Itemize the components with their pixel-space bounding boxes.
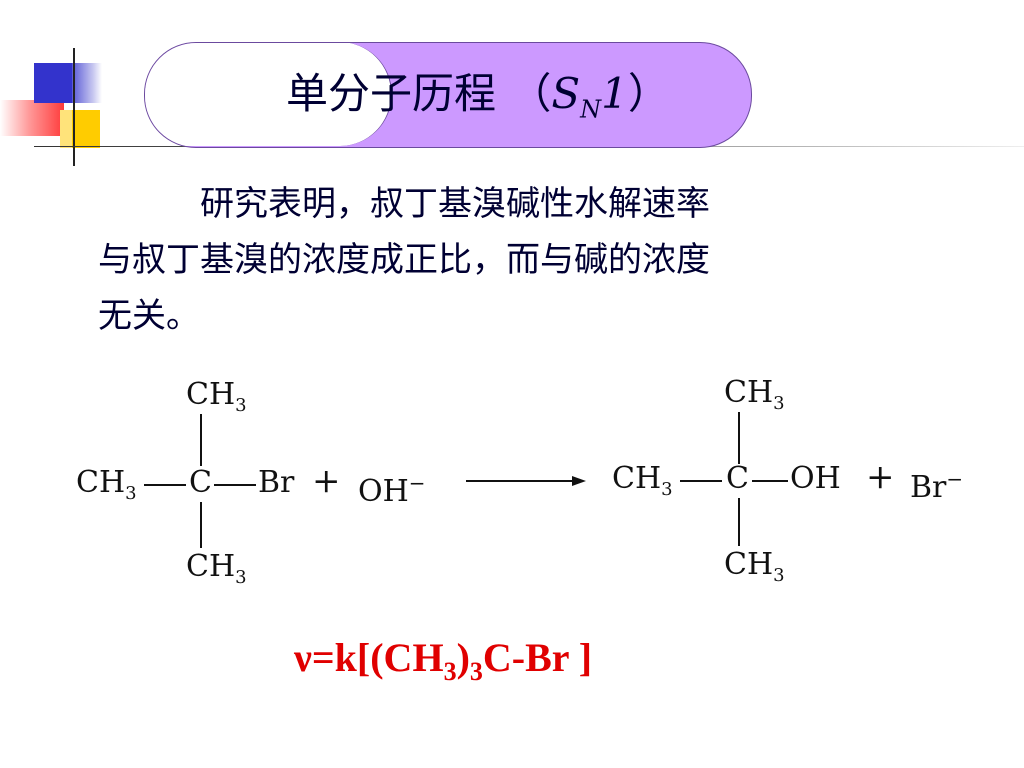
vertical-rule bbox=[73, 48, 75, 166]
yellow-highlight-block bbox=[60, 110, 72, 148]
title-banner bbox=[144, 42, 752, 148]
title-n-subscript: N bbox=[580, 95, 602, 124]
rate-subscript-2: 3 bbox=[469, 657, 483, 686]
reactant-left-bond bbox=[144, 484, 186, 486]
reactant-top-methyl: CH3 bbox=[186, 377, 247, 417]
corner-decoration bbox=[0, 0, 160, 180]
rate-eq-start: =k[(CH bbox=[311, 635, 444, 680]
plus-sign-1: + bbox=[312, 461, 341, 501]
paragraph-line-2: 与叔丁基溴的浓度成正比，而与碱的浓度 bbox=[98, 240, 710, 280]
reaction-scheme: CH3 CH3 C Br CH3 + OH− CH3 CH3 C OH CH3 … bbox=[0, 360, 1024, 600]
product-bottom-bond bbox=[738, 498, 740, 546]
title-banner-cutout bbox=[145, 43, 392, 146]
paragraph-line-1: 研究表明，叔丁基溴碱性水解速率 bbox=[200, 184, 710, 224]
reactant-bottom-methyl: CH3 bbox=[186, 549, 247, 589]
rate-equation: ν=k[(CH3)3C-Br ] bbox=[294, 634, 592, 696]
reactant-top-bond bbox=[200, 414, 202, 466]
product-left-bond bbox=[680, 480, 722, 482]
product-right-bond bbox=[752, 480, 788, 482]
title-open-paren: （ bbox=[509, 69, 552, 118]
product-central-carbon: C bbox=[726, 461, 749, 496]
title-close-paren: ） bbox=[627, 69, 670, 118]
plus-sign-2: + bbox=[866, 457, 895, 497]
body-paragraph: 研究表明，叔丁基溴碱性水解速率 与叔丁基溴的浓度成正比，而与碱的浓度 无关。 bbox=[98, 176, 958, 344]
reactant-left-methyl: CH3 bbox=[76, 465, 137, 505]
paragraph-line-3: 无关。 bbox=[98, 296, 200, 336]
product-bottom-methyl: CH3 bbox=[724, 547, 785, 587]
title-s: S bbox=[551, 69, 581, 118]
reactant-central-carbon: C bbox=[189, 465, 212, 500]
product-left-methyl: CH3 bbox=[612, 461, 673, 501]
rate-subscript-1: 3 bbox=[443, 657, 457, 686]
reactant-right-bond bbox=[214, 484, 256, 486]
title-one: 1 bbox=[601, 69, 628, 118]
blue-block bbox=[34, 63, 72, 103]
reactant-bromine: Br bbox=[258, 465, 295, 500]
blue-gradient-block bbox=[72, 63, 102, 103]
rate-eq-tail: C-Br ] bbox=[482, 635, 593, 680]
rate-nu: ν bbox=[294, 635, 312, 680]
product-top-methyl: CH3 bbox=[724, 375, 785, 415]
product-hydroxyl: OH bbox=[790, 461, 841, 496]
rate-eq-mid: ) bbox=[456, 635, 470, 680]
red-block bbox=[0, 100, 64, 136]
slide-title: 单分子历程 （SN1） bbox=[286, 64, 670, 124]
product-top-bond bbox=[738, 412, 740, 464]
title-main: 单分子历程 bbox=[286, 69, 497, 118]
reaction-arrow bbox=[466, 476, 586, 486]
reactant-bottom-bond bbox=[200, 502, 202, 548]
hydroxide-reagent: OH− bbox=[358, 471, 426, 509]
bromide-byproduct: Br− bbox=[910, 467, 964, 505]
